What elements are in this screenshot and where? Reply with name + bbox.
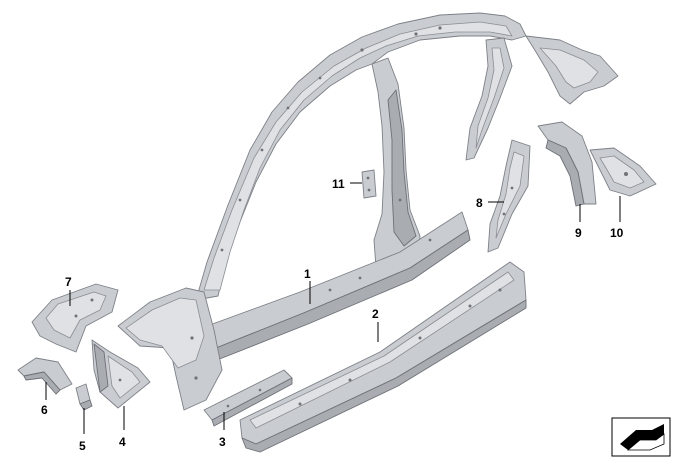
wheel-arch-part bbox=[525, 35, 619, 207]
callout-6: 6 bbox=[41, 403, 48, 417]
callout-5: 5 bbox=[79, 439, 86, 453]
callout-4: 4 bbox=[119, 435, 126, 449]
part-view-icon bbox=[611, 417, 671, 457]
c-pillar-inner-part bbox=[465, 37, 531, 253]
a-pillar-bracket-part bbox=[91, 339, 151, 409]
callout-9: 9 bbox=[575, 226, 582, 240]
callout-11: 11 bbox=[332, 177, 345, 191]
side-frame-part bbox=[117, 12, 527, 411]
small-bracket-part bbox=[361, 169, 377, 199]
a-pillar-gusset-part bbox=[31, 283, 119, 353]
sill-reinforcement-part bbox=[239, 261, 527, 453]
floor-bracket-part bbox=[17, 357, 73, 395]
callout-8: 8 bbox=[476, 196, 483, 210]
callout-3: 3 bbox=[219, 435, 226, 449]
small-clip-part bbox=[75, 383, 93, 411]
rear-gusset-part bbox=[589, 147, 657, 197]
callout-10: 10 bbox=[610, 226, 624, 240]
sill-strip-part bbox=[203, 369, 293, 427]
callout-7: 7 bbox=[65, 275, 72, 289]
callout-2: 2 bbox=[372, 307, 379, 321]
callout-1: 1 bbox=[304, 267, 311, 281]
callout-labels: 1 2 3 4 5 6 7 8 9 10 11 bbox=[41, 177, 624, 453]
leader-lines bbox=[45, 182, 621, 434]
